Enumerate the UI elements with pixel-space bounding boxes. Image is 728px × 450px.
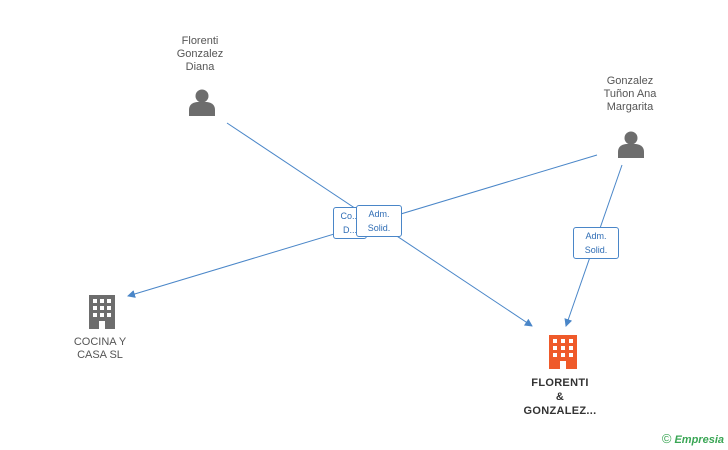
edge-label-line: Adm. xyxy=(585,231,607,241)
brand-logo: Empresia xyxy=(674,434,724,446)
node-label-florenti-gonzalez[interactable]: FLORENTI & GONZALEZ... xyxy=(510,376,610,418)
brand-footer: © Empresia xyxy=(662,431,724,446)
edge-label-line: Solid. xyxy=(584,245,608,255)
label-line: FLORENTI xyxy=(531,377,589,389)
label-line: Margarita xyxy=(606,101,654,113)
label-line: Gonzalez xyxy=(176,48,224,60)
label-line: GONZALEZ... xyxy=(523,405,597,417)
building-icon-main[interactable] xyxy=(549,335,577,369)
label-line: CASA SL xyxy=(77,349,123,361)
label-line: Gonzalez xyxy=(606,75,654,87)
edge-label-line: Adm. xyxy=(368,209,390,219)
person-icon[interactable] xyxy=(618,131,644,159)
building-icon[interactable] xyxy=(89,295,115,329)
label-line: COCINA Y xyxy=(73,336,127,348)
label-line: & xyxy=(555,391,565,403)
edge-label-line: D... xyxy=(342,225,357,235)
edge-label-adm-solid[interactable]: Adm. Solid. xyxy=(356,205,402,237)
edge-label-line: Co... xyxy=(340,211,360,221)
label-line: Florenti xyxy=(181,35,219,47)
node-label-ana[interactable]: Gonzalez Tuñon Ana Margarita xyxy=(580,75,680,114)
edge-label-line: Solid. xyxy=(367,223,391,233)
label-line: Tuñon Ana xyxy=(603,88,657,100)
person-icon[interactable] xyxy=(189,89,215,117)
node-label-diana[interactable]: Florenti Gonzalez Diana xyxy=(150,35,250,74)
copyright-icon: © xyxy=(661,431,672,446)
node-label-cocina[interactable]: COCINA Y CASA SL xyxy=(50,336,150,362)
label-line: Diana xyxy=(185,61,215,73)
edge-label-adm-solid[interactable]: Adm. Solid. xyxy=(573,227,619,259)
